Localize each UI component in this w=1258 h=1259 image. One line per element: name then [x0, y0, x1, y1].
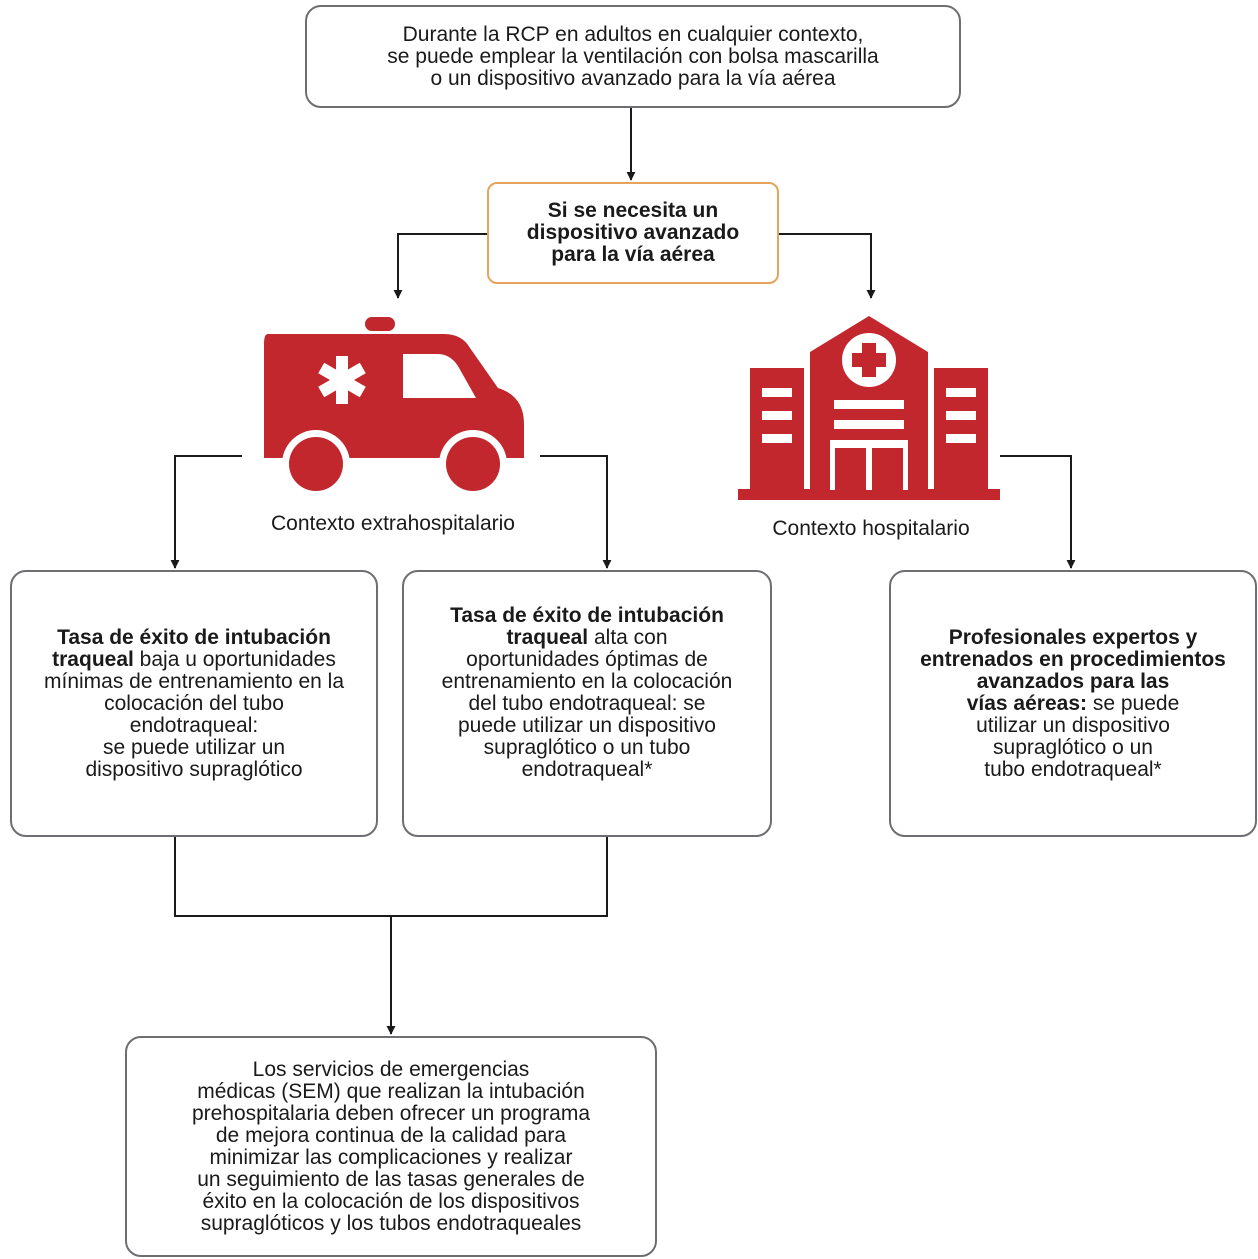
low-bold-2: traqueal — [52, 647, 134, 671]
low-text-3: colocación del tubo — [104, 691, 284, 715]
low-text-2: mínimas de entrenamiento en la — [44, 669, 344, 693]
high-text-3: entrenamiento en la colocación — [441, 670, 733, 693]
hospital-icon — [738, 316, 1000, 500]
low-text-5: se puede utilizar un — [102, 735, 286, 759]
low-success-box: Tasa de éxito de intubación traqueal baj… — [10, 570, 378, 837]
hosp-text-3: supraglótico o un — [993, 735, 1153, 759]
arrow-prehospital-to-high — [540, 455, 612, 569]
decision-line-2: dispositivo avanzado — [526, 221, 740, 244]
sem-line-5: minimizar las complicaciones y realizar — [209, 1145, 573, 1169]
prehospital-context-label: Contexto extrahospitalario — [271, 512, 515, 535]
high-text-6: supraglótico o un tubo — [483, 736, 691, 759]
high-text-2: oportunidades óptimas de — [466, 648, 708, 671]
arrow-decision-to-prehospital — [393, 233, 487, 299]
high-text-1: alta con — [588, 626, 668, 649]
arrow-prehospital-to-low — [170, 455, 242, 569]
low-bold-1: Tasa de éxito de intubación — [57, 625, 331, 649]
hosp-bold-1: Profesionales expertos y — [948, 625, 1198, 649]
high-success-box: Tasa de éxito de intubación traqueal alt… — [402, 570, 772, 837]
hosp-bold-2: entrenados en procedimientos — [920, 647, 1226, 671]
hosp-text-1: se puede — [1087, 691, 1180, 715]
intro-box: Durante la RCP en adultos en cualquier c… — [305, 5, 961, 108]
decision-line-1: Si se necesita un — [547, 199, 719, 222]
high-text-7: endotraqueal* — [521, 758, 653, 781]
hosp-bold-4: vías aéreas: — [966, 691, 1087, 715]
intro-line-1: Durante la RCP en adultos en cualquier c… — [402, 22, 864, 46]
sem-line-4: de mejora continua de la calidad para — [215, 1123, 567, 1147]
sem-line-3: prehospitalaria deben ofrecer un program… — [191, 1101, 591, 1125]
hosp-text-2: utilizar un dispositivo — [976, 713, 1170, 737]
high-bold-1: Tasa de éxito de intubación — [450, 604, 724, 627]
sem-line-2: médicas (SEM) que realizan la intubación — [197, 1079, 585, 1103]
high-text-4: del tubo endotraqueal: se — [468, 692, 706, 715]
low-text-6: dispositivo supraglótico — [85, 757, 303, 781]
hospital-box: Profesionales expertos y entrenados en p… — [889, 570, 1257, 837]
arrow-hospital-to-box — [1000, 455, 1076, 569]
decision-box: Si se necesita un dispositivo avanzado p… — [487, 182, 779, 284]
intro-line-2: se puede emplear la ventilación con bols… — [387, 44, 879, 68]
sem-line-7: éxito en la colocación de los dispositiv… — [202, 1189, 580, 1213]
hospital-context-label: Contexto hospitalario — [772, 517, 970, 540]
decision-line-3: para la vía aérea — [551, 243, 715, 266]
ambulance-icon — [264, 317, 524, 498]
high-bold-2: traqueal — [506, 626, 589, 649]
hosp-text-4: tubo endotraqueal* — [984, 757, 1162, 781]
hosp-bold-3: avanzados para las — [976, 669, 1170, 693]
sem-line-1: Los servicios de emergencias — [252, 1057, 530, 1081]
low-text-1: baja u oportunidades — [133, 647, 336, 671]
high-text-5: puede utilizar un dispositivo — [457, 714, 716, 737]
arrow-decision-to-hospital — [779, 233, 876, 299]
low-text-4: endotraqueal: — [129, 713, 259, 737]
sem-quality-box: Los servicios de emergencias médicas (SE… — [125, 1036, 657, 1257]
sem-line-6: un seguimiento de las tasas generales de — [197, 1167, 585, 1191]
intro-line-3: o un dispositivo avanzado para la vía aé… — [430, 66, 836, 90]
sem-line-8: supraglóticos y los tubos endotraqueales — [200, 1211, 582, 1235]
merge-line — [174, 837, 608, 917]
